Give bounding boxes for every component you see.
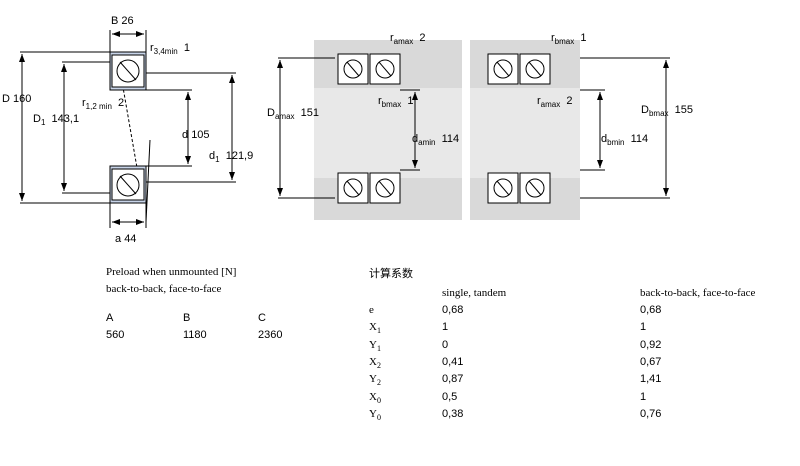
preload-header-A: A	[106, 312, 114, 324]
factor-name: X1	[369, 321, 381, 335]
factors-title: 计算系数	[369, 268, 413, 280]
chamfer-r12-label: r1,2 min 2	[82, 97, 125, 111]
factor-value-single-tandem: 0,38	[442, 408, 464, 420]
factor-value-single-tandem: 0,41	[442, 356, 464, 368]
chamfer-r34-label: r3,4min 1	[150, 42, 190, 56]
factor-value-back-to-back: 1	[640, 391, 647, 403]
factor-value-single-tandem: 1	[442, 321, 449, 333]
Damax-label: Damax 151	[267, 107, 319, 121]
factor-value-single-tandem: 0,87	[442, 373, 464, 385]
factors-col1-header: single, tandem	[442, 287, 507, 299]
shoulder-diameter-d1-label: d1 121,9	[209, 150, 254, 164]
factors-col2-header: back-to-back, face-to-face	[640, 287, 756, 299]
factor-name: X2	[369, 356, 381, 370]
preload-header-C: C	[258, 312, 266, 324]
rbmax-mid-label: rbmax 1	[378, 95, 414, 109]
preload-subtitle: back-to-back, face-to-face	[106, 283, 222, 295]
factor-value-back-to-back: 0,92	[640, 339, 662, 351]
pressure-point-a-label: a 44	[115, 233, 137, 245]
preload-value-C: 2360	[258, 329, 283, 341]
factor-value-back-to-back: 1,41	[640, 373, 662, 385]
bore-diameter-label: d 105	[182, 129, 210, 141]
factor-value-back-to-back: 1	[640, 321, 647, 333]
factor-name: Y0	[369, 408, 381, 422]
rbmax-top-label: rbmax 1	[551, 32, 587, 46]
ramax-mid-label: ramax 2	[537, 95, 573, 109]
factor-value-back-to-back: 0,76	[640, 408, 662, 420]
factor-name: Y1	[369, 339, 381, 353]
width-label: B 26	[111, 15, 134, 27]
preload-value-B: 1180	[183, 329, 207, 341]
dbmin-label: dbmin 114	[601, 133, 649, 147]
factor-value-single-tandem: 0	[442, 339, 449, 351]
factor-value-back-to-back: 0,68	[640, 304, 662, 316]
factor-value-back-to-back: 0,67	[640, 356, 662, 368]
preload-header-B: B	[183, 312, 191, 324]
Dbmax-label: Dbmax 155	[641, 104, 693, 118]
factor-name: X0	[369, 391, 381, 405]
factor-name: e	[369, 304, 374, 316]
factor-value-single-tandem: 0,68	[442, 304, 464, 316]
preload-value-A: 560	[106, 329, 125, 341]
preload-title: Preload when unmounted [N]	[106, 266, 237, 278]
bearing-section-drawing	[19, 30, 236, 228]
factor-name: Y2	[369, 373, 381, 387]
ramax-top-label: ramax 2	[390, 32, 426, 46]
damin-label: damin 114	[412, 133, 460, 147]
factor-value-single-tandem: 0,5	[442, 391, 458, 403]
abutment-drawing	[277, 40, 670, 220]
outer-diameter-label: D 160	[2, 93, 32, 105]
shoulder-diameter-D1-label: D1 143,1	[33, 113, 80, 127]
